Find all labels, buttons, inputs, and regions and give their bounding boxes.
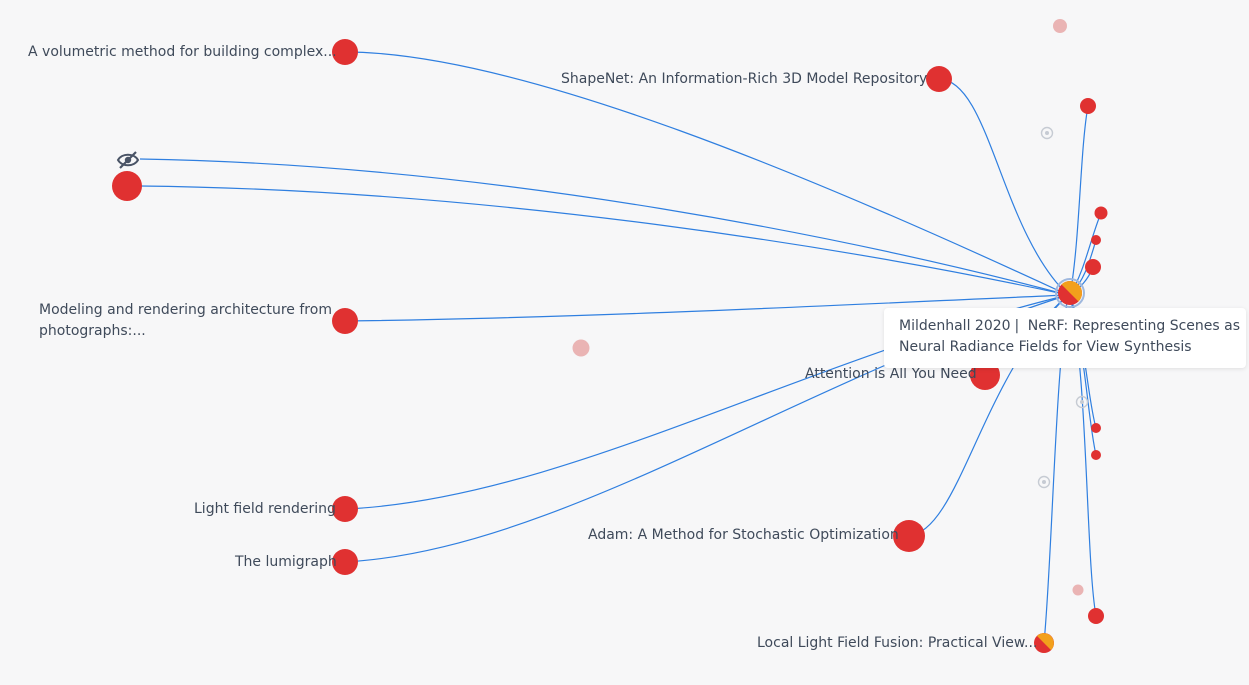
target-icon[interactable] xyxy=(1040,126,1054,140)
label-modeling-line2: photographs:... xyxy=(39,323,146,339)
label-modeling-line1: Modeling and rendering architecture from xyxy=(39,302,332,318)
label-shapenet[interactable]: ShapeNet: An Information-Rich 3D Model R… xyxy=(561,71,928,87)
node-tooltip: Mildenhall 2020| NeRF: Representing Scen… xyxy=(884,308,1246,368)
node-nerf-selected[interactable] xyxy=(1055,278,1085,308)
node-llff[interactable] xyxy=(1034,633,1054,653)
node-faded-top[interactable] xyxy=(1053,19,1067,33)
node-shapenet[interactable] xyxy=(926,66,952,92)
node-right-3[interactable] xyxy=(1085,259,1101,275)
tooltip-line1: Mildenhall 2020| NeRF: Representing Scen… xyxy=(899,316,1246,337)
node-unnamed-left[interactable] xyxy=(112,171,142,201)
edge-modeling xyxy=(344,294,1069,322)
target-icon[interactable] xyxy=(1037,475,1051,489)
label-lumigraph[interactable]: The lumigraph xyxy=(235,554,337,570)
node-right-2[interactable] xyxy=(1091,235,1101,245)
label-modeling[interactable]: Modeling and rendering architecture from… xyxy=(39,300,349,342)
node-top-right[interactable] xyxy=(1080,98,1096,114)
node-bottom-right[interactable] xyxy=(1088,608,1104,624)
tooltip-title-line1: NeRF: Representing Scenes as xyxy=(1027,318,1240,334)
target-icon[interactable] xyxy=(1075,395,1089,409)
node-right-1[interactable] xyxy=(1094,206,1108,220)
node-right-4[interactable] xyxy=(1091,423,1101,433)
label-adam[interactable]: Adam: A Method for Stochastic Optimizati… xyxy=(588,527,899,543)
edge-volumetric xyxy=(344,51,1069,296)
label-light-field[interactable]: Light field rendering xyxy=(194,501,336,517)
node-faded-center[interactable] xyxy=(572,339,590,357)
node-volumetric[interactable] xyxy=(332,39,358,65)
node-right-5[interactable] xyxy=(1091,450,1101,460)
label-attention[interactable]: Attention is All You Need xyxy=(805,366,977,382)
edge-shapenet xyxy=(938,78,1069,296)
node-lumigraph[interactable] xyxy=(332,549,358,575)
tooltip-title-line2: Neural Radiance Fields for View Synthesi… xyxy=(899,339,1192,355)
node-modeling[interactable] xyxy=(332,308,358,334)
eye-slash-icon[interactable] xyxy=(116,150,140,170)
edge-hidden-node xyxy=(139,158,1069,296)
edge-node-left xyxy=(139,185,1069,296)
label-volumetric[interactable]: A volumetric method for building complex… xyxy=(28,44,337,60)
node-light-field[interactable] xyxy=(332,496,358,522)
node-adam[interactable] xyxy=(893,520,925,552)
edge-top-right xyxy=(1069,105,1089,296)
tooltip-separator: | xyxy=(1014,318,1020,334)
label-llff[interactable]: Local Light Field Fusion: Practical View… xyxy=(757,635,1038,651)
node-faded-bottom[interactable] xyxy=(1072,584,1084,596)
tooltip-author-year: Mildenhall 2020 xyxy=(899,318,1011,334)
